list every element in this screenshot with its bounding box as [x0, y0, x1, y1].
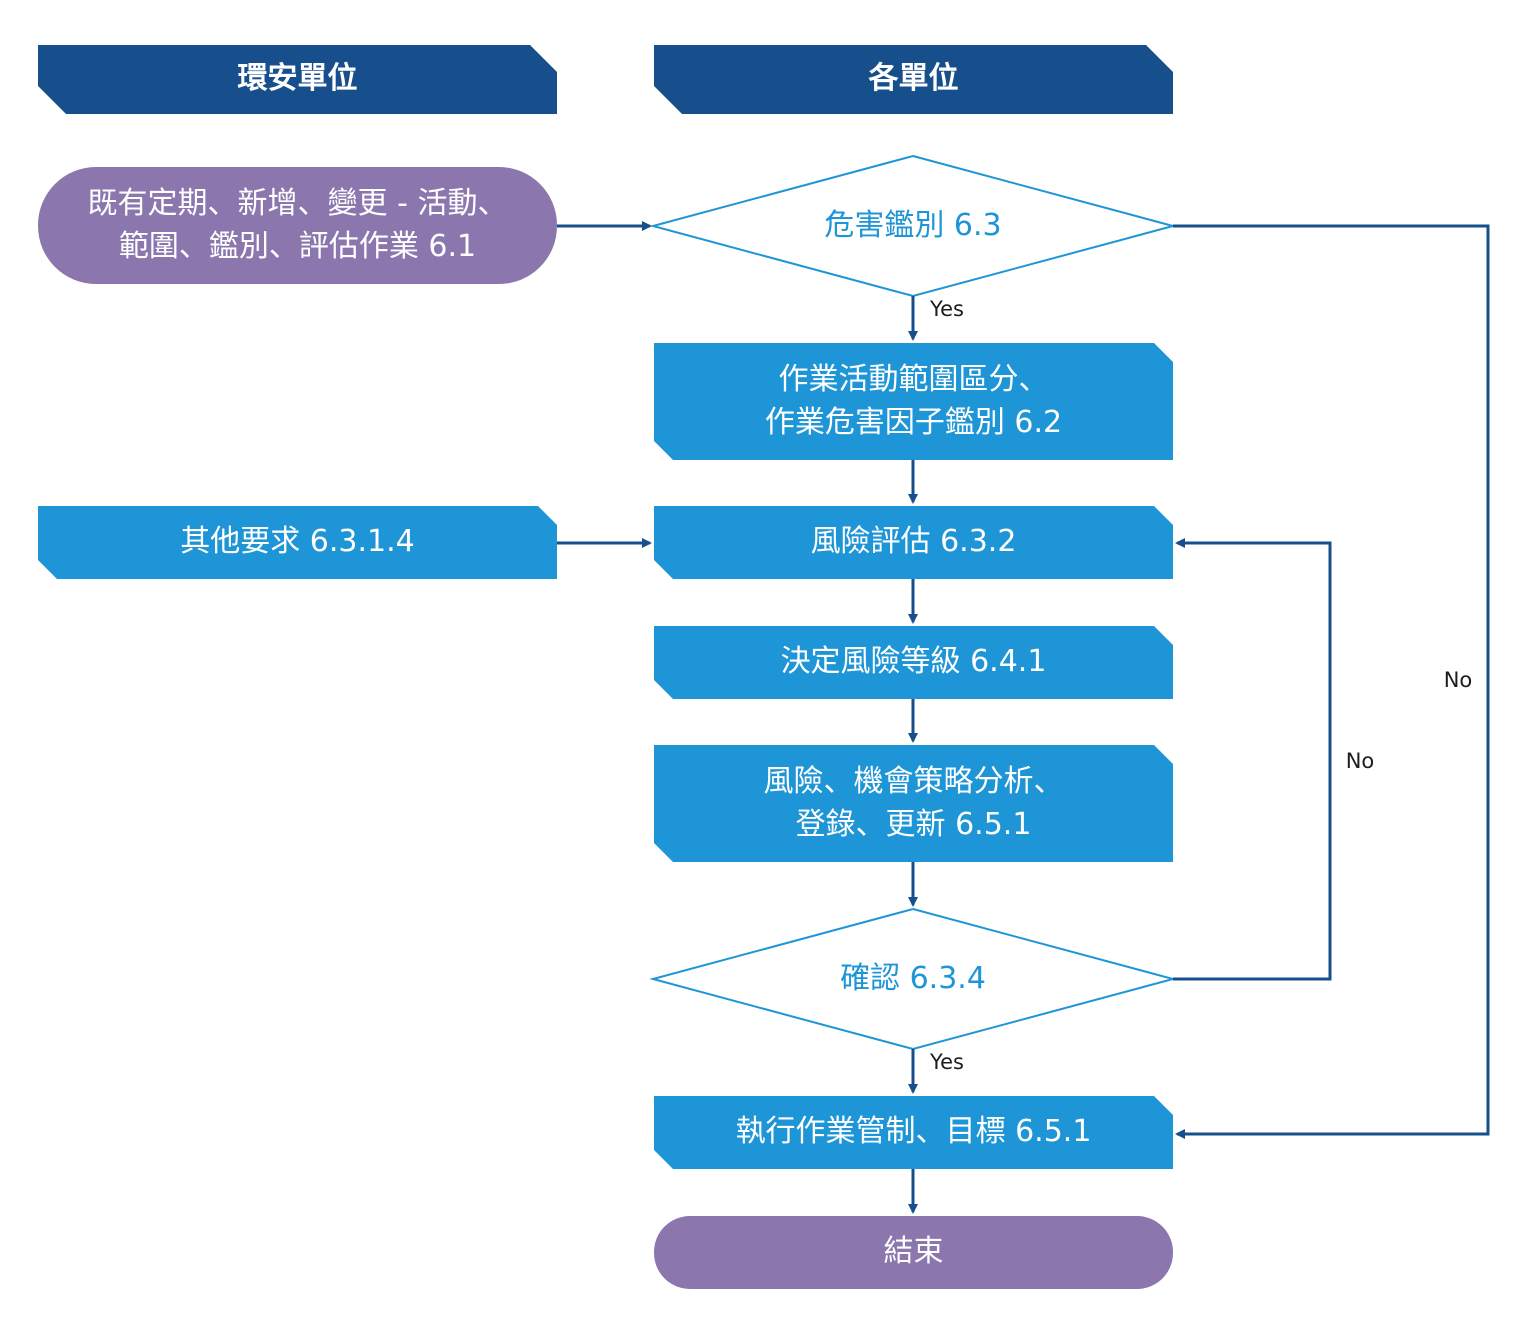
other-requirements-shape: [38, 506, 557, 579]
header-right-shape: [654, 45, 1173, 114]
hazard-decision-shape: [649, 154, 1177, 298]
strategy-analysis-shape: [654, 745, 1173, 862]
arrow-confirm-no-loop: [1173, 538, 1332, 981]
start-terminal-shape: [38, 167, 557, 284]
control-shape: [654, 1096, 1173, 1169]
end-terminal-shape: [654, 1216, 1173, 1289]
header-left-shape: [38, 45, 557, 114]
arrow-hazard-no-loop: [1173, 224, 1490, 1139]
activity-scope-shape: [654, 343, 1173, 460]
risk-assessment-shape: [654, 506, 1173, 579]
risk-level-shape: [654, 626, 1173, 699]
confirm-decision-shape: [649, 907, 1177, 1051]
